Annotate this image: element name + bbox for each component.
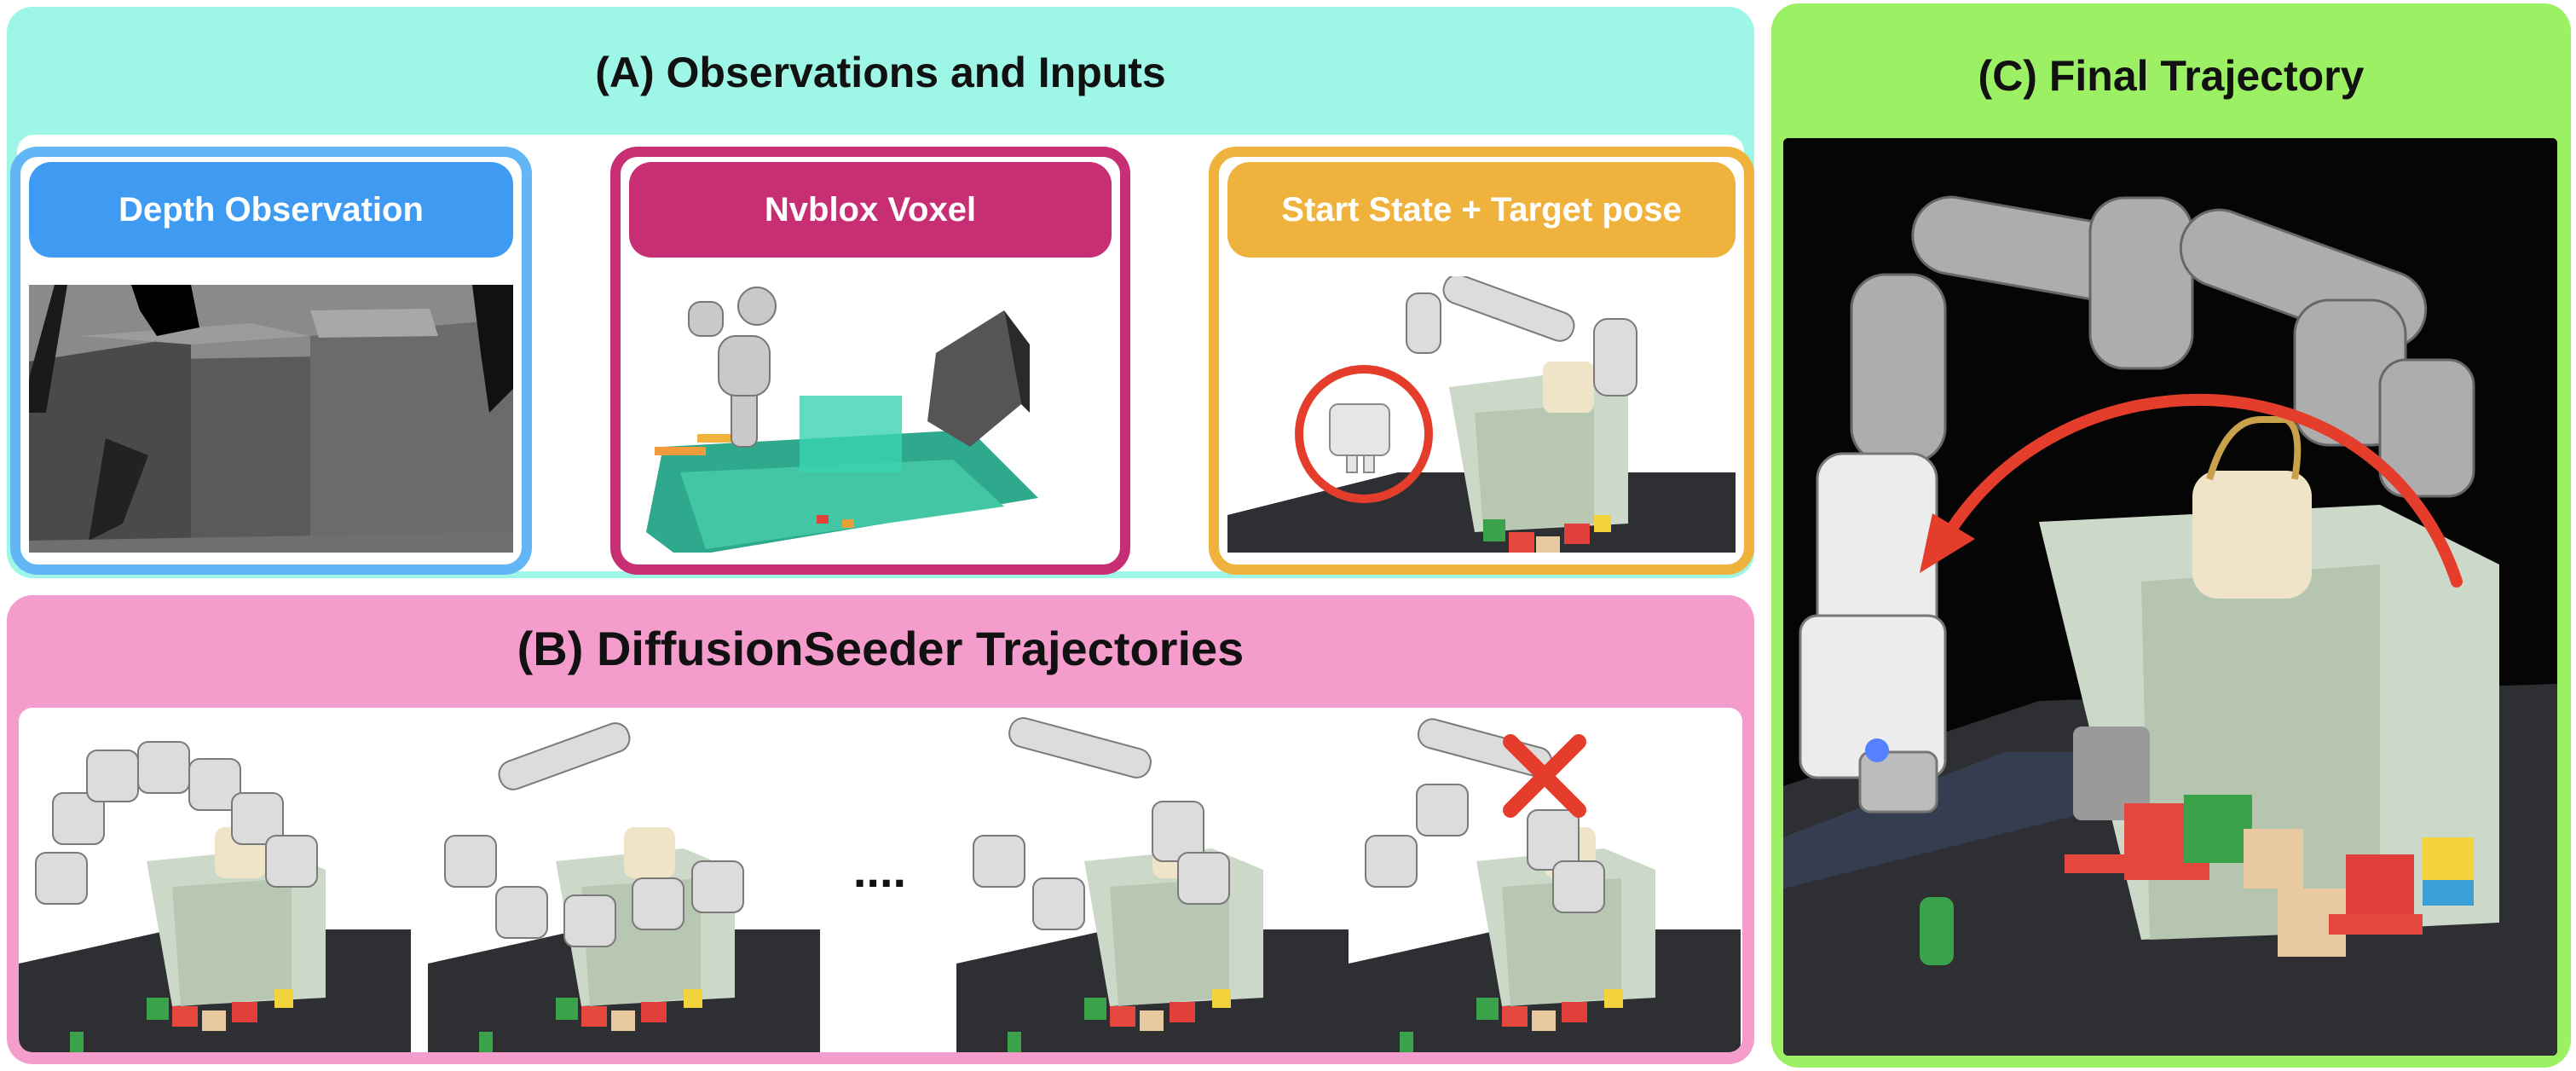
start-target-image [1227,276,1736,553]
panel-b-body: .... [19,708,1742,1052]
red-x-icon [1503,734,1586,818]
start-state-target-pose-label: Start State + Target pose [1227,162,1736,258]
panel-b: (B) DiffusionSeeder Trajectories [7,595,1754,1064]
depth-observation-card: Depth Observation [10,147,532,575]
nvblox-voxel-card: Nvblox Voxel [610,147,1130,575]
depth-observation-label: Depth Observation [29,162,513,258]
trajectory-frame-3 [956,708,1349,1052]
final-trajectory-photo [1783,138,2557,1056]
trajectory-frame-2 [428,708,820,1052]
panel-c: (C) Final Trajectory [1771,3,2571,1068]
start-state-target-pose-card: Start State + Target pose [1209,147,1754,575]
panel-a-title: (A) Observations and Inputs [595,49,1166,96]
trajectory-frame-4-invalid [1349,708,1741,1052]
nvblox-voxel-label: Nvblox Voxel [629,162,1112,258]
panel-a-header: (A) Observations and Inputs [7,7,1754,135]
red-circle-marker [1295,365,1433,503]
trajectory-frame-1 [19,708,411,1052]
panel-a: (A) Observations and Inputs Depth Observ… [7,7,1754,578]
panel-c-title: (C) Final Trajectory [1978,52,2365,100]
panel-b-title: (B) DiffusionSeeder Trajectories [517,622,1245,675]
red-curved-arrow [1920,393,2463,588]
depth-image [29,285,513,553]
ellipsis-label: .... [853,843,906,897]
voxel-image [629,276,1112,553]
